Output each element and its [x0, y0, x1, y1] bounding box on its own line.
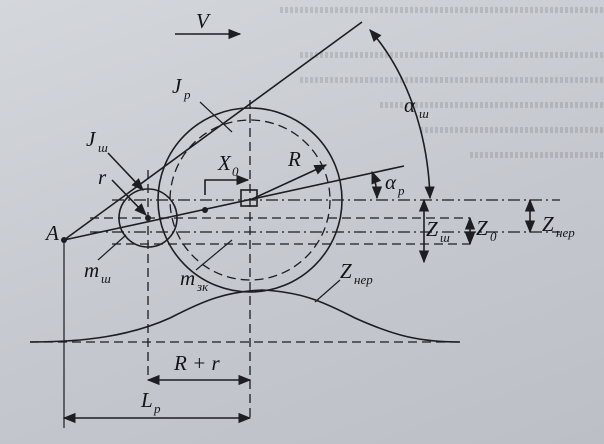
label-m-sh: m — [84, 258, 99, 282]
label-Z-ner: Z — [542, 212, 554, 236]
label-J-sh-sub: ш — [98, 140, 108, 155]
label-alpha-p-sub: р — [397, 183, 405, 198]
label-X0: X — [217, 151, 232, 175]
label-r: r — [98, 165, 107, 189]
m-sh-leader — [97, 234, 127, 261]
j-p-leader — [199, 101, 233, 133]
label-X0-sub: 0 — [232, 164, 239, 179]
point-A — [61, 237, 67, 243]
rotor-center-square — [240, 189, 258, 207]
label-Z0-sub: 0 — [490, 229, 497, 244]
label-R: R — [287, 147, 301, 171]
label-Z-sh: Z — [426, 217, 438, 241]
radius-r-arrow — [111, 179, 147, 216]
radius-R-arrow — [249, 164, 328, 201]
label-J-p: J — [172, 74, 183, 98]
alpha-p-arc — [371, 170, 383, 200]
label-m-sh-sub: ш — [101, 271, 111, 286]
m-zk-leader — [195, 239, 233, 271]
label-Z-ner-curve: Z — [340, 259, 352, 283]
z-ner-curve-leader — [314, 279, 341, 303]
x0-bracket — [204, 179, 215, 195]
rotor-inner-dashed-circle — [169, 119, 331, 281]
label-L-p: L — [140, 388, 153, 412]
label-Z-ner-curve-sub: нер — [354, 272, 373, 287]
alpha-p-slant-line — [63, 165, 405, 241]
label-m-zk-sub: зк — [196, 279, 209, 294]
label-J-sh: J — [86, 127, 97, 151]
label-R-plus-r: R + r — [173, 351, 220, 375]
label-Z-sh-sub: ш — [440, 230, 450, 245]
label-alpha-sh-sub: ш — [419, 106, 429, 121]
label-J-p-sub: р — [183, 87, 191, 102]
label-Z-ner-sub: нер — [556, 225, 575, 240]
alpha-sh-arc — [369, 29, 435, 200]
mass-center-point — [202, 207, 208, 213]
j-sh-leader-arrow — [107, 152, 144, 191]
label-V: V — [196, 9, 211, 33]
hinge-center-point — [145, 215, 151, 221]
background-texture — [280, 7, 604, 158]
alpha-sh-slant-line — [63, 21, 363, 241]
label-Z0: Z — [476, 216, 488, 240]
label-m-zk: m — [180, 266, 195, 290]
z-ner-curve — [29, 289, 461, 343]
label-L-p-sub: р — [153, 401, 161, 416]
label-alpha-p: α — [385, 170, 397, 194]
label-A: A — [44, 221, 59, 245]
label-alpha-sh: α — [404, 93, 416, 117]
